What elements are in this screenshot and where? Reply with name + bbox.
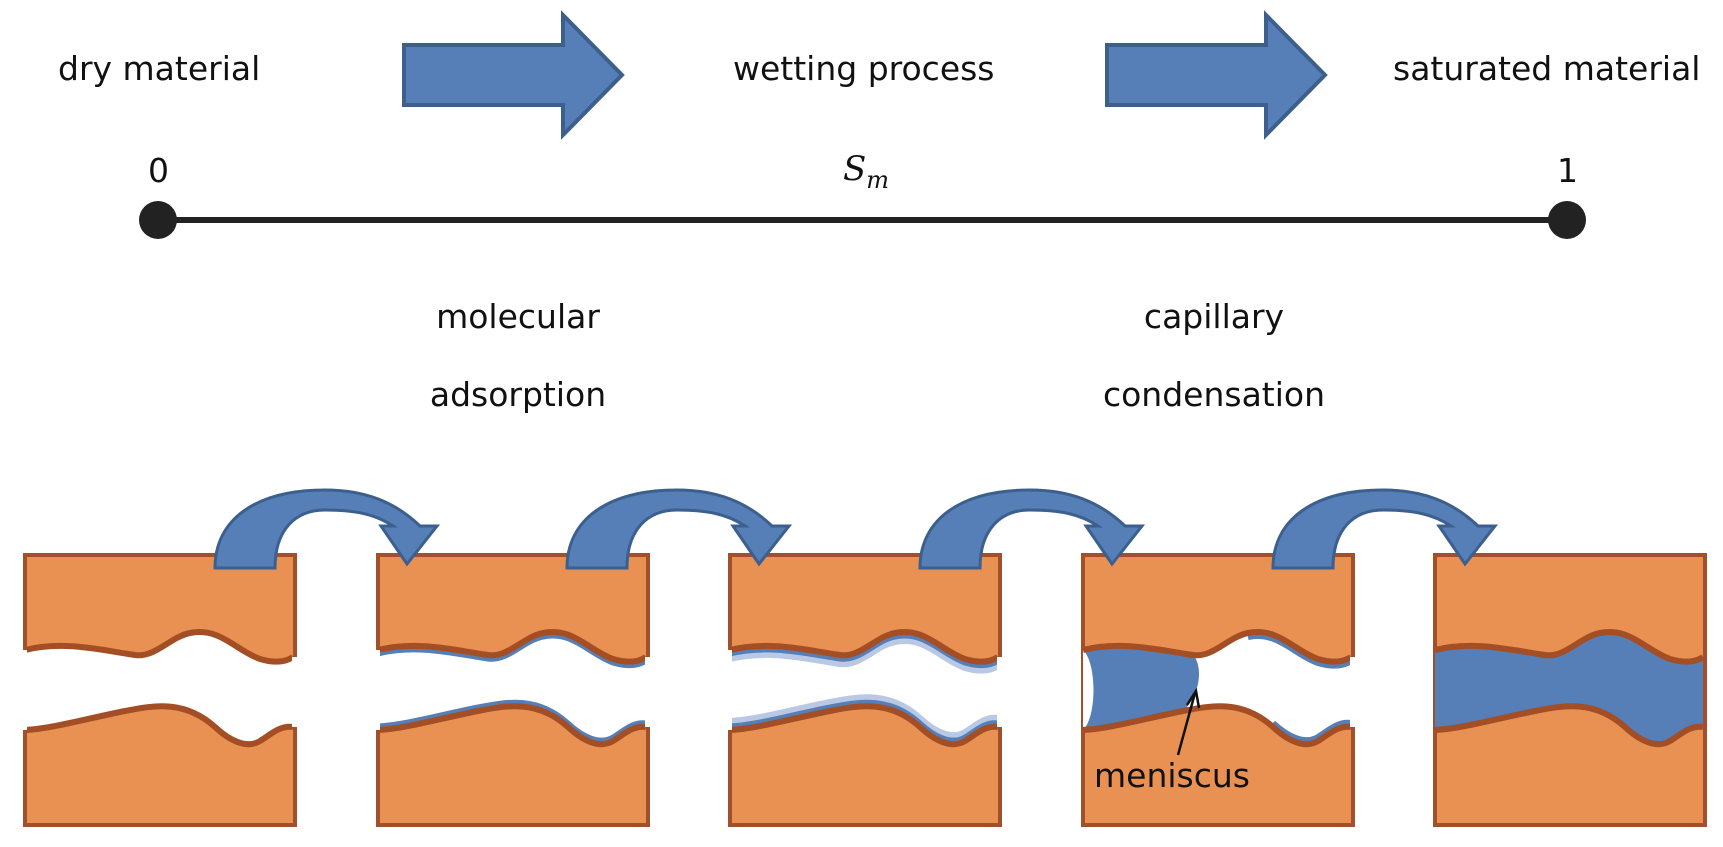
panel-capillary-condensation bbox=[1083, 553, 1356, 827]
curved-arrow-icon bbox=[1271, 488, 1497, 570]
stage-label-saturated: saturated material bbox=[1393, 49, 1700, 88]
curved-arrow-icon bbox=[213, 488, 439, 570]
axis-max-label: 1 bbox=[1557, 151, 1578, 190]
axis-min-label: 0 bbox=[148, 151, 169, 190]
axis-variable-label: Sm bbox=[843, 149, 889, 194]
mechanism-molecular-line1: molecular bbox=[436, 297, 600, 336]
panel-saturated bbox=[1435, 553, 1707, 827]
axis-start-dot bbox=[139, 201, 177, 239]
curved-arrow-icon bbox=[565, 488, 791, 570]
axis-end-dot bbox=[1548, 201, 1586, 239]
right-arrow-icon bbox=[1105, 10, 1328, 140]
mechanism-molecular-line2: adsorption bbox=[430, 375, 606, 414]
stage-label-dry: dry material bbox=[58, 49, 260, 88]
panel-adsorption-thin bbox=[374, 553, 651, 827]
mechanism-capillary-line2: condensation bbox=[1103, 375, 1325, 414]
meniscus-arrowhead bbox=[1185, 687, 1201, 709]
meniscus-label: meniscus bbox=[1094, 756, 1250, 795]
curved-arrow-icon bbox=[918, 488, 1144, 570]
right-arrow-icon bbox=[402, 10, 625, 140]
condensed-water bbox=[1083, 645, 1199, 730]
mechanism-capillary-line1: capillary bbox=[1144, 297, 1284, 336]
panel-dry bbox=[21, 553, 298, 827]
panel-adsorption-thick bbox=[726, 553, 1003, 827]
meniscus-pointer bbox=[1176, 692, 1197, 756]
stage-label-wetting: wetting process bbox=[733, 49, 995, 88]
